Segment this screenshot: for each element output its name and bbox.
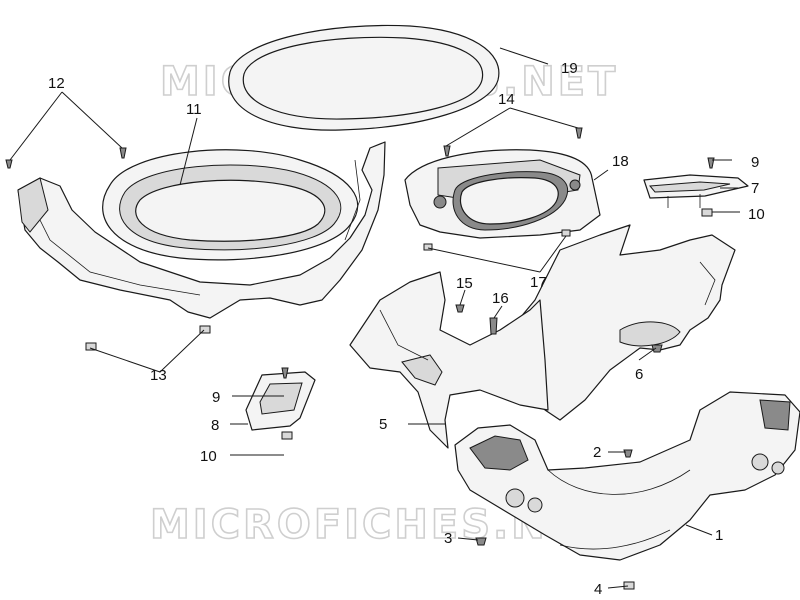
callout-17: 17 xyxy=(530,274,547,291)
hardware-screws xyxy=(5,127,715,590)
part-8-tray xyxy=(245,371,316,431)
callout-1: 1 xyxy=(715,527,723,544)
callout-13: 13 xyxy=(150,367,167,384)
callout-6: 6 xyxy=(635,366,643,383)
part-18-instrument-cover xyxy=(404,149,601,239)
part-6-handlebar-rear-cover xyxy=(509,224,736,421)
callout-8: 8 xyxy=(211,417,219,434)
callout-14: 14 xyxy=(498,91,515,108)
callout-9-left: 9 xyxy=(212,389,220,406)
part-11-inner-bowl xyxy=(102,149,359,261)
callout-16: 16 xyxy=(492,290,509,307)
callout-2: 2 xyxy=(593,444,601,461)
callout-9-top: 9 xyxy=(751,154,759,171)
callout-18: 18 xyxy=(612,153,629,170)
callout-labels: 1 2 3 4 5 6 7 8 9 9 10 10 11 12 13 14 15… xyxy=(48,60,765,598)
callout-3: 3 xyxy=(444,530,452,547)
leader-lines xyxy=(9,47,740,589)
callout-7: 7 xyxy=(751,180,759,197)
part-19-gasket xyxy=(228,24,500,131)
part-11-front-frame xyxy=(17,141,386,319)
part-1-lower-cover xyxy=(454,391,800,561)
callout-15: 15 xyxy=(456,275,473,292)
callout-4: 4 xyxy=(594,581,602,598)
part-5-handlebar-front-cover xyxy=(349,271,549,449)
callout-10-left: 10 xyxy=(200,448,217,465)
callout-10-top: 10 xyxy=(748,206,765,223)
callout-11: 11 xyxy=(186,101,202,118)
callout-5: 5 xyxy=(379,416,387,433)
part-7-bracket xyxy=(643,174,749,208)
callout-12: 12 xyxy=(48,75,65,92)
callout-19: 19 xyxy=(561,60,578,77)
